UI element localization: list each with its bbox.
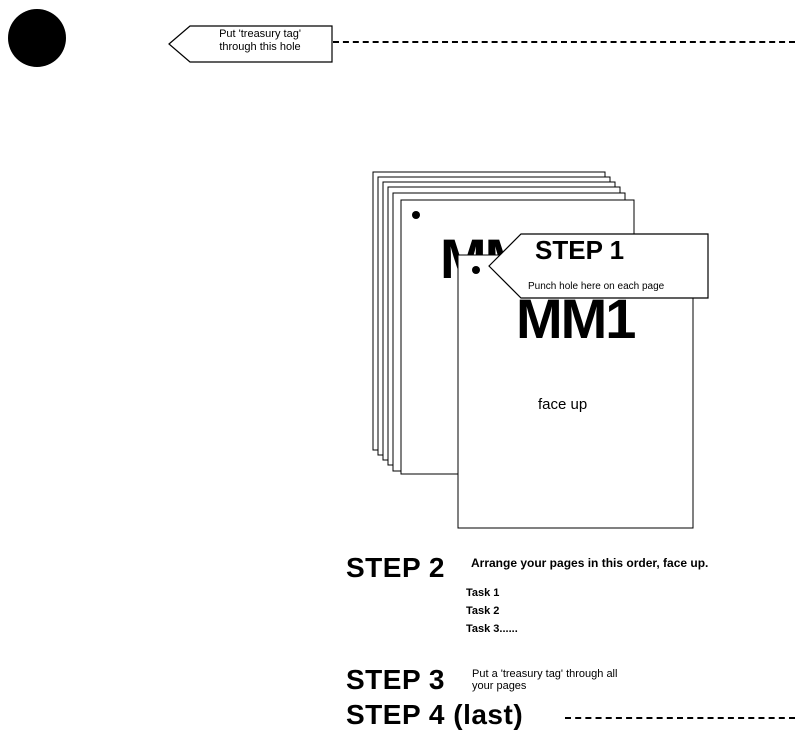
- task-list-item: Task 1: [466, 587, 500, 599]
- step3-description-line2: your pages: [472, 680, 527, 692]
- cover-punch-hole: [412, 211, 420, 219]
- step2-description: Arrange your pages in this order, face u…: [471, 556, 709, 570]
- face-up-label: face up: [538, 396, 588, 413]
- treasury-tag-callout-text: Put 'treasury tag' through this hole: [190, 28, 330, 54]
- dashed-guide-line-bottom: [565, 717, 795, 719]
- step1-subtitle: Punch hole here on each page: [528, 281, 665, 292]
- dashed-guide-line-top: [333, 41, 795, 43]
- treasury-tag-line1: Put 'treasury tag': [219, 28, 301, 40]
- step4-title: STEP 4 (last): [346, 699, 524, 730]
- step3-description: Put a 'treasury tag' through all your pa…: [472, 668, 712, 692]
- treasury-tag-callout: [168, 25, 333, 63]
- step2-title: STEP 2: [346, 552, 445, 583]
- treasury-tag-line2: through this hole: [219, 41, 301, 53]
- step3-title: STEP 3: [346, 664, 445, 695]
- task-list-item: Task 2: [466, 605, 500, 617]
- task-list-item: Task 3......: [466, 623, 518, 635]
- front-page-punch-hole: [472, 266, 480, 274]
- front-page: [457, 254, 694, 529]
- punch-hole-marker: [8, 9, 66, 67]
- step1-title: STEP 1: [535, 235, 625, 265]
- step3-description-line1: Put a 'treasury tag' through all: [472, 668, 618, 680]
